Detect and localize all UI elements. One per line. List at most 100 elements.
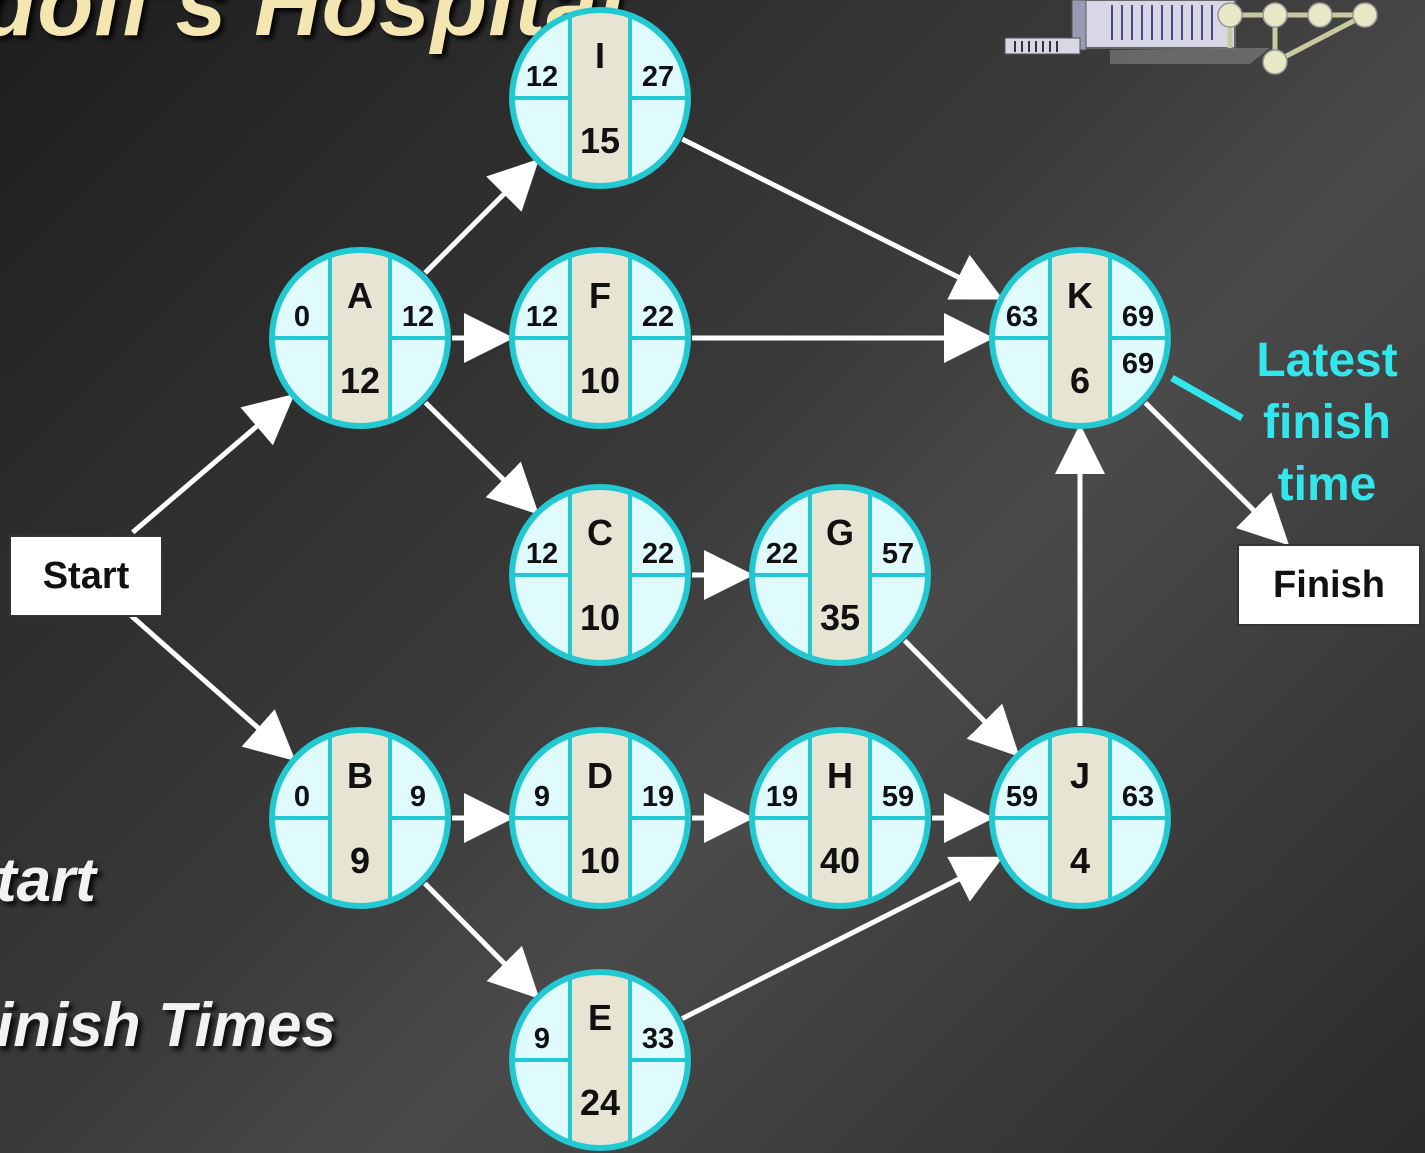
node-center-band — [330, 730, 390, 906]
node-outline — [509, 969, 691, 1151]
start-label: Start — [42, 554, 130, 597]
duration: 15 — [580, 120, 620, 161]
earliest-finish: 19 — [642, 781, 674, 813]
edge-a-c — [423, 400, 539, 515]
edge-e-j — [681, 856, 1004, 1021]
activity-name: F — [589, 275, 611, 316]
duration: 40 — [820, 840, 860, 881]
activity-node-k: K 63 69 6 69 — [989, 247, 1171, 429]
earliest-start: 12 — [526, 61, 558, 93]
activity-node-b: B 0 9 9 — [269, 727, 451, 909]
edge-start-a — [131, 393, 295, 535]
activity-name: H — [827, 755, 853, 796]
earliest-start: 12 — [526, 301, 558, 333]
activity-name: I — [595, 35, 605, 76]
activity-name: D — [587, 755, 613, 796]
latest-finish: 69 — [1122, 348, 1154, 380]
activity-node-f: F 12 22 10 — [509, 247, 691, 429]
earliest-finish: 69 — [1122, 301, 1154, 333]
duration: 10 — [580, 597, 620, 638]
latest-finish-annotation: Latest finish time — [1242, 330, 1412, 516]
node-center-band — [570, 487, 630, 663]
edge-a-i — [423, 158, 540, 275]
start-node: Start — [9, 535, 163, 617]
edge-g-j — [902, 638, 1020, 757]
earliest-start: 63 — [1006, 301, 1038, 333]
annotation-line-3: time — [1277, 458, 1377, 511]
node-outline — [509, 247, 691, 429]
duration: 10 — [580, 840, 620, 881]
activity-node-c: C 12 22 10 — [509, 484, 691, 666]
node-center-band — [570, 10, 630, 186]
duration: 12 — [340, 360, 380, 401]
node-center-band — [570, 250, 630, 426]
finish-label: Finish — [1273, 563, 1385, 606]
edge-i-k — [681, 136, 1004, 300]
node-center-band — [1050, 730, 1110, 906]
node-outline — [749, 727, 931, 909]
node-outline — [269, 247, 451, 429]
node-outline — [509, 7, 691, 189]
duration: 24 — [580, 1082, 620, 1123]
earliest-start: 22 — [766, 538, 798, 570]
earliest-start: 19 — [766, 781, 798, 813]
earliest-start: 0 — [294, 781, 310, 813]
activity-name: G — [826, 512, 854, 553]
earliest-finish: 57 — [882, 538, 914, 570]
node-outline — [509, 484, 691, 666]
activity-node-e: E 9 33 24 — [509, 969, 691, 1151]
activity-name: A — [347, 275, 373, 316]
activity-node-a: A 0 12 12 — [269, 247, 451, 429]
node-outline — [749, 484, 931, 666]
activity-name: B — [347, 755, 373, 796]
node-center-band — [1050, 250, 1110, 426]
duration: 9 — [350, 840, 370, 881]
node-center-band — [570, 730, 630, 906]
earliest-finish: 9 — [410, 781, 426, 813]
hospital-logo-icon — [1004, 0, 1378, 75]
finish-node: Finish — [1237, 544, 1421, 626]
earliest-finish: 33 — [642, 1023, 674, 1055]
earliest-finish: 63 — [1122, 781, 1154, 813]
activity-name: K — [1067, 275, 1093, 316]
duration: 6 — [1070, 360, 1090, 401]
activity-node-d: D 9 19 10 — [509, 727, 691, 909]
activity-name: J — [1070, 755, 1090, 796]
earliest-finish: 22 — [642, 301, 674, 333]
earliest-finish: 22 — [642, 538, 674, 570]
node-outline — [509, 727, 691, 909]
earliest-start: 12 — [526, 538, 558, 570]
duration: 10 — [580, 360, 620, 401]
annotation-line-2: finish — [1263, 396, 1391, 449]
earliest-start: 0 — [294, 301, 310, 333]
node-center-band — [570, 972, 630, 1148]
earliest-finish: 12 — [402, 301, 434, 333]
latest-finish-pointer — [1170, 374, 1244, 422]
earliest-finish: 27 — [642, 61, 674, 93]
annotation-line-1: Latest — [1256, 334, 1398, 387]
node-center-band — [810, 487, 870, 663]
slide-title: dolf's Hospital — [0, 0, 626, 55]
edge-k-finish — [1143, 401, 1290, 546]
bullet-text-2: inish Times — [0, 991, 336, 1060]
node-outline — [989, 727, 1171, 909]
duration: 4 — [1070, 840, 1090, 881]
node-center-band — [330, 250, 390, 426]
activity-node-i: I 12 27 15 — [509, 7, 691, 189]
earliest-start: 9 — [534, 781, 550, 813]
activity-node-h: H 19 59 40 — [749, 727, 931, 909]
earliest-finish: 59 — [882, 781, 914, 813]
node-outline — [989, 247, 1171, 429]
activity-name: E — [588, 997, 612, 1038]
node-center-band — [810, 730, 870, 906]
duration: 35 — [820, 597, 860, 638]
node-outline — [269, 727, 451, 909]
activity-node-j: J 59 63 4 — [989, 727, 1171, 909]
activity-node-g: G 22 57 35 — [749, 484, 931, 666]
earliest-start: 59 — [1006, 781, 1038, 813]
edge-b-e — [423, 881, 540, 999]
earliest-start: 9 — [534, 1023, 550, 1055]
activity-name: C — [587, 512, 613, 553]
edge-start-b — [129, 613, 296, 762]
